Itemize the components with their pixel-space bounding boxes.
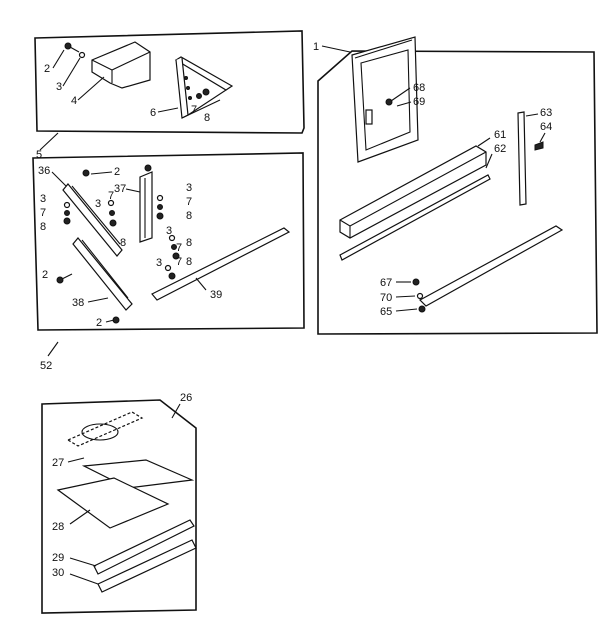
callout-26: 26 — [180, 392, 192, 404]
screw-2-top-left — [64, 42, 80, 53]
lower-channel-38 — [72, 237, 133, 311]
callout-63: 63 — [540, 107, 552, 119]
fastener-set-lower — [164, 234, 180, 280]
callout-2-mid-a: 2 — [114, 166, 120, 178]
bracket-37 — [139, 171, 153, 243]
callout-7-right: 7 — [186, 196, 192, 208]
callout-2-mid-bottom: 2 — [96, 317, 102, 329]
screw-2-mid-left — [56, 273, 73, 284]
callout-8-right: 8 — [186, 210, 192, 222]
panel-top-left — [34, 30, 305, 134]
callout-3-mid: 3 — [95, 198, 101, 210]
callout-7-left: 7 — [40, 207, 46, 219]
callout-8-left: 8 — [40, 221, 46, 233]
callout-7-lower-b: 7 — [176, 256, 182, 268]
screw-67 — [412, 278, 420, 286]
callout-8-mid: 8 — [120, 237, 126, 249]
callout-61: 61 — [494, 129, 506, 141]
panel-middle-left — [32, 152, 305, 331]
panel-right — [317, 50, 598, 335]
upper-support-channel-36 — [62, 183, 123, 257]
sill-61 — [339, 145, 487, 239]
callout-52: 52 — [40, 360, 52, 372]
callout-28: 28 — [52, 521, 64, 533]
shield-4 — [91, 41, 151, 89]
callout-8-lower-b: 8 — [186, 256, 192, 268]
screw-2-mid-top-a — [82, 169, 90, 177]
end-cap-65 — [418, 305, 426, 313]
callout-38: 38 — [72, 297, 84, 309]
screw-2-mid-bottom — [105, 316, 120, 324]
window-frame — [351, 36, 419, 163]
callout-67: 67 — [380, 277, 392, 289]
screw-68 — [385, 87, 411, 106]
callout-69: 69 — [413, 96, 425, 108]
callout-6: 6 — [150, 107, 156, 119]
foam-pad-28 — [56, 477, 170, 529]
callout-4: 4 — [71, 95, 77, 107]
callout-3-lower-a: 3 — [166, 225, 172, 237]
gasket-27 — [66, 411, 144, 447]
rail-65 — [419, 225, 564, 307]
callout-7-top: 7 — [191, 104, 197, 116]
callout-2-top: 2 — [44, 63, 50, 75]
callout-1: 1 — [313, 41, 319, 53]
washer-70 — [416, 292, 424, 300]
fastener-set-left — [63, 201, 71, 225]
callout-64: 64 — [540, 121, 552, 133]
rod-63 — [517, 111, 527, 206]
callout-7-lower: 7 — [176, 242, 182, 254]
callout-27: 27 — [52, 457, 64, 469]
screw-2-mid-top-b — [144, 164, 152, 172]
panel-bottom-left — [41, 399, 197, 614]
callout-36: 36 — [38, 165, 50, 177]
callout-62: 62 — [494, 143, 506, 155]
callout-5: 5 — [36, 149, 42, 161]
callout-8-top: 8 — [204, 112, 210, 124]
callout-8-lower: 8 — [186, 237, 192, 249]
mounting-bracket — [174, 56, 234, 119]
callout-29: 29 — [52, 552, 64, 564]
callout-3-top: 3 — [56, 81, 62, 93]
callout-30: 30 — [52, 567, 64, 579]
callout-3-lower-b: 3 — [156, 257, 162, 269]
callout-65: 65 — [380, 306, 392, 318]
screw-8-bracket — [202, 88, 210, 96]
seal-strip-29 — [93, 519, 195, 575]
callout-37: 37 — [114, 183, 126, 195]
callout-68: 68 — [413, 82, 425, 94]
callout-3-right: 3 — [186, 182, 192, 194]
fastener-set-right — [156, 194, 164, 220]
screw-7-bracket — [196, 93, 202, 99]
bar-39 — [151, 227, 291, 301]
nut-3-top-left — [78, 51, 86, 59]
callout-7-mid: 7 — [108, 190, 114, 202]
clip-64 — [534, 141, 544, 151]
callout-3-left: 3 — [40, 193, 46, 205]
callout-39: 39 — [210, 289, 222, 301]
fastener-set-mid — [107, 199, 117, 227]
strip-62 — [339, 174, 491, 261]
callout-2-mid-left: 2 — [42, 269, 48, 281]
seal-strip-30 — [97, 539, 197, 593]
callout-70: 70 — [380, 292, 392, 304]
